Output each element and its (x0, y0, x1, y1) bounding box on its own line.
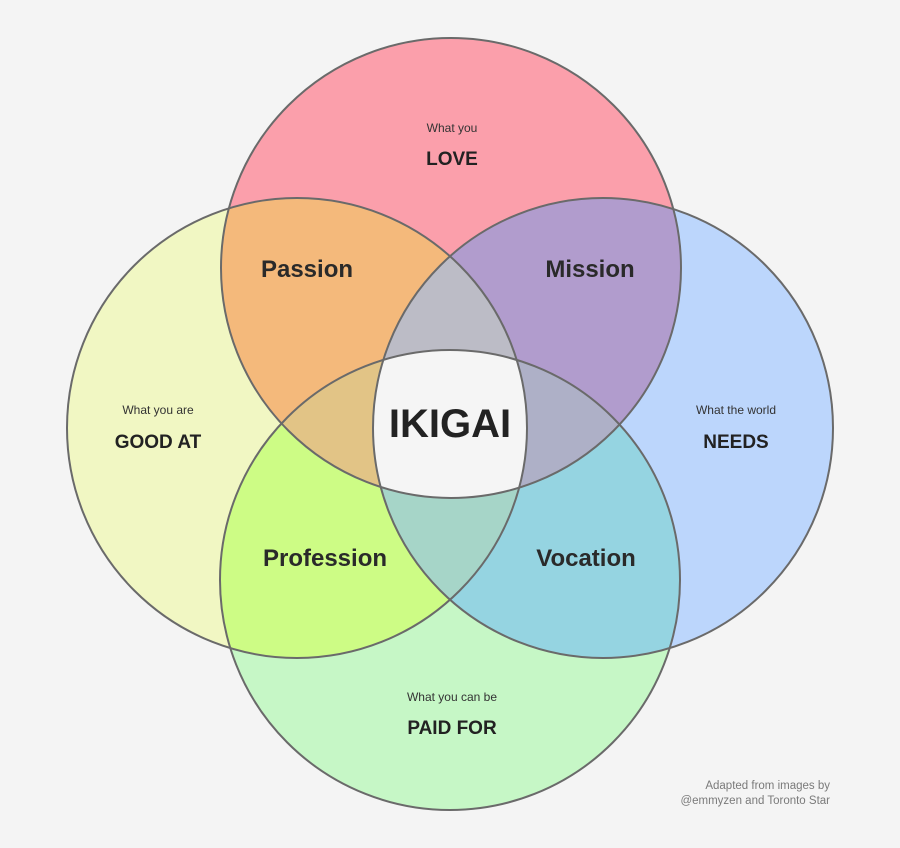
needs-small-label: What the world (696, 403, 776, 417)
good-at-small-label: What you are (122, 403, 194, 417)
lens-top (373, 198, 527, 498)
lens-left (221, 350, 527, 498)
good-at-big-label: GOOD AT (115, 432, 202, 453)
credit-line-1: Adapted from images by (705, 780, 830, 792)
outline-needs (372, 197, 834, 659)
outline-paid-for (219, 349, 681, 811)
mission-label: Mission (545, 256, 634, 283)
profession-label: Profession (263, 545, 387, 572)
paid-for-big-label: PAID FOR (407, 718, 497, 739)
needs-big-label: NEEDS (703, 432, 768, 453)
vocation-label: Vocation (536, 545, 636, 572)
lens-bottom (373, 350, 527, 658)
credit-line-2: @emmyzen and Toronto Star (680, 795, 830, 807)
passion-label: Passion (261, 256, 353, 283)
outline-love (220, 37, 682, 499)
paid-for-small-label: What you can be (407, 690, 497, 704)
ikigai-label: IKIGAI (389, 402, 511, 446)
love-small-label: What you (427, 121, 478, 135)
lens-right (373, 350, 680, 498)
love-big-label: LOVE (426, 149, 478, 170)
outline-good-at (66, 197, 528, 659)
